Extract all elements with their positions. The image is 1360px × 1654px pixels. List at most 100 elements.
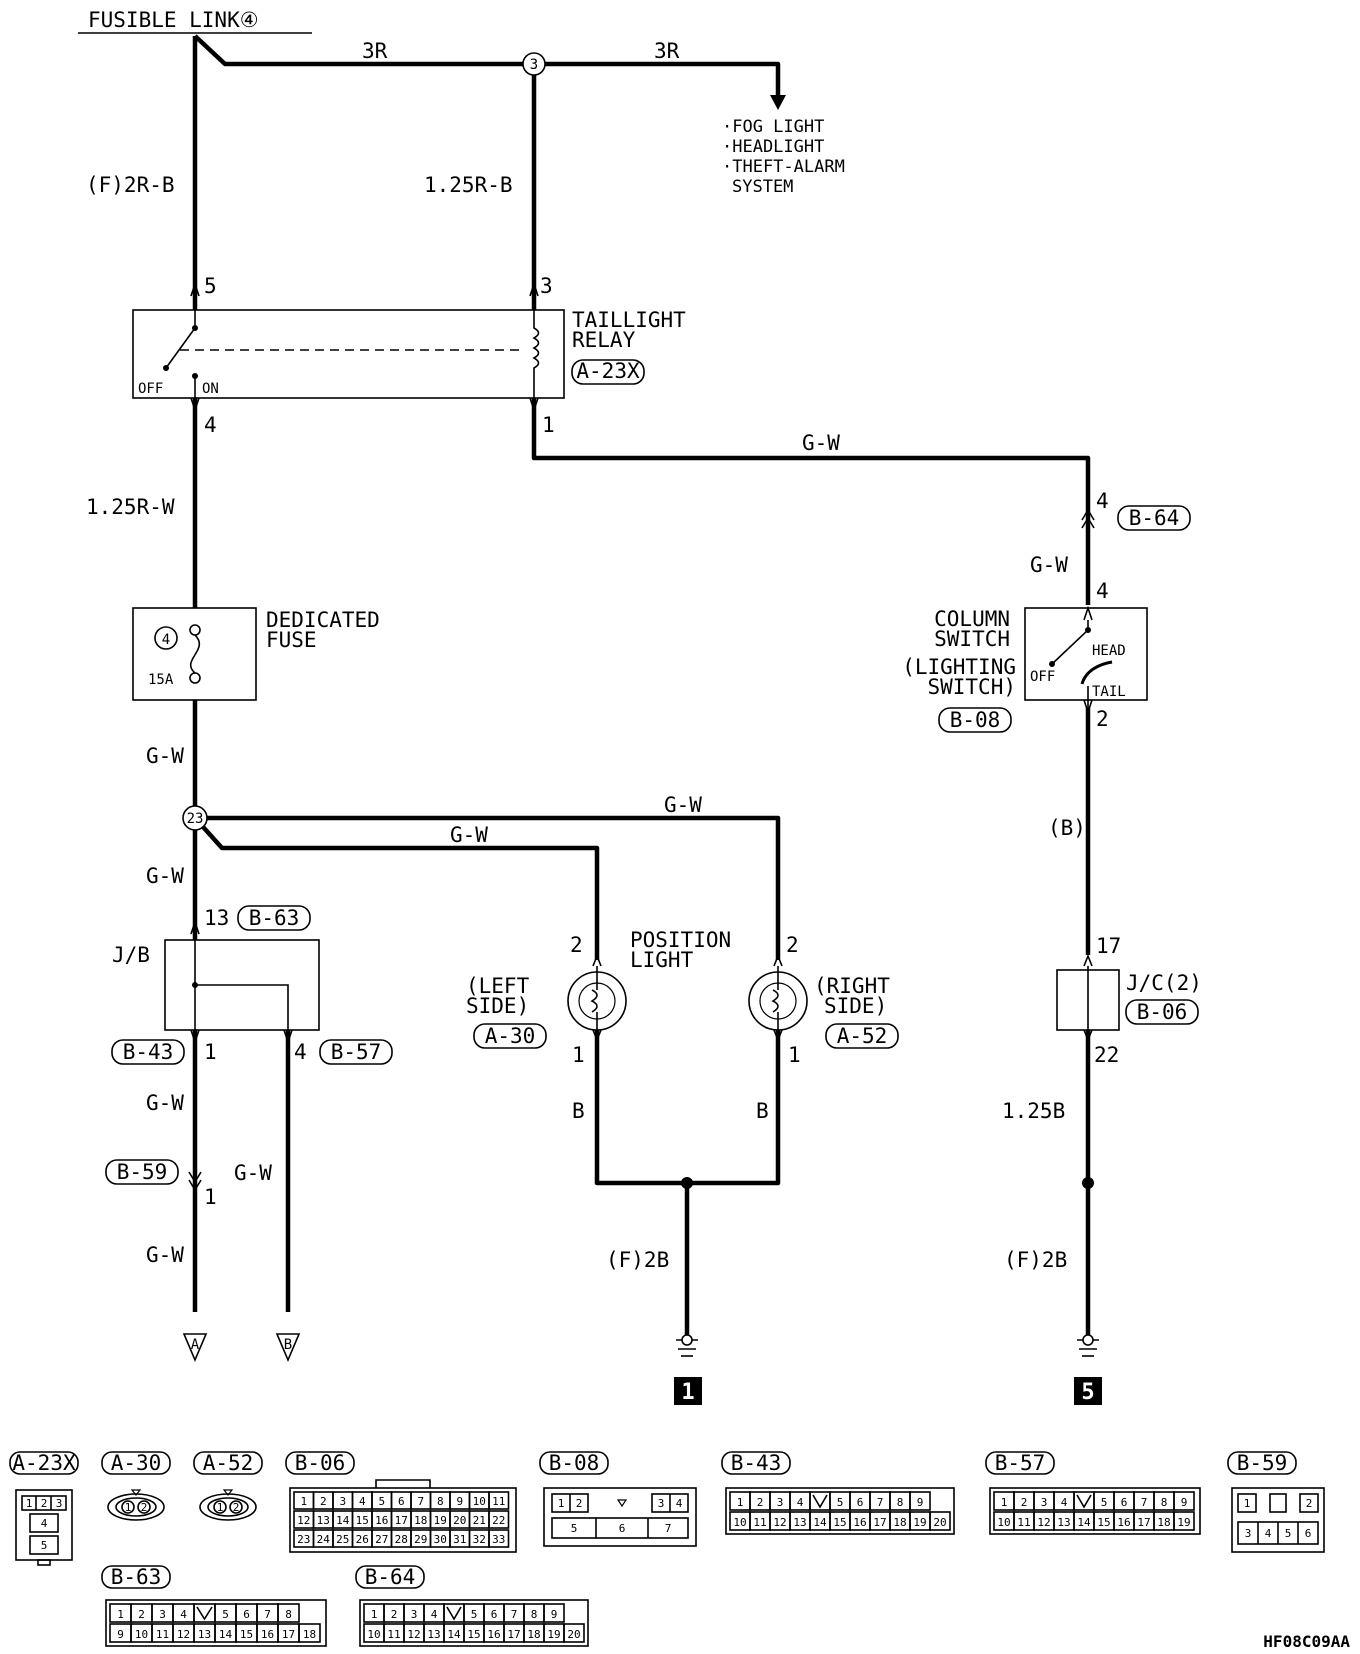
svg-text:3: 3 bbox=[56, 1497, 63, 1510]
connector-pin-number: 8 bbox=[1161, 1496, 1168, 1509]
connector-pin-number: 6 bbox=[857, 1496, 864, 1509]
connector-pin-number: 21 bbox=[473, 1514, 486, 1527]
svg-text:1: 1 bbox=[26, 1497, 33, 1510]
connector-pin-number: 26 bbox=[356, 1533, 369, 1546]
connector-pin-number: 27 bbox=[375, 1533, 388, 1546]
relay-off-label: OFF bbox=[138, 381, 163, 397]
pin-number: 4 bbox=[1096, 489, 1109, 513]
svg-text:2: 2 bbox=[233, 1501, 240, 1514]
jb-name: J/B bbox=[112, 943, 150, 967]
connector-pin-number: 18 bbox=[893, 1516, 906, 1529]
connector-pin-cell bbox=[298, 1623, 321, 1643]
svg-text:2: 2 bbox=[141, 1501, 148, 1514]
off-page-a: A bbox=[191, 1337, 200, 1353]
connector-pin-number: 8 bbox=[437, 1495, 444, 1508]
svg-text:2: 2 bbox=[576, 1497, 583, 1510]
ground-icon bbox=[681, 1334, 693, 1346]
connector-pin-number: 6 bbox=[398, 1495, 405, 1508]
right-side-label: (RIGHT bbox=[814, 974, 890, 998]
connector-pin-number: 4 bbox=[1061, 1496, 1068, 1509]
wire-label: G-W bbox=[1030, 553, 1068, 577]
connector-pin-number: 3 bbox=[411, 1608, 418, 1621]
svg-text:2: 2 bbox=[41, 1497, 48, 1510]
left-side-label: (LEFT bbox=[466, 974, 530, 998]
svg-text:5: 5 bbox=[571, 1522, 578, 1535]
connector-pin-cell bbox=[543, 1603, 565, 1623]
switch-head-label: HEAD bbox=[1092, 643, 1126, 659]
connector-pin-number: 12 bbox=[297, 1514, 310, 1527]
connector-pin-number: 32 bbox=[473, 1533, 486, 1546]
connector-key-mark bbox=[196, 1606, 213, 1621]
fuse-number: 4 bbox=[162, 632, 170, 648]
pin-number: 17 bbox=[1096, 934, 1121, 958]
connector-pin-number: 23 bbox=[297, 1533, 310, 1546]
wire-label: (F)2B bbox=[1004, 1248, 1067, 1272]
jc-name: J/C(2) bbox=[1126, 971, 1202, 995]
connector-key-mark bbox=[1076, 1494, 1092, 1509]
diagram-code: HF08C09AA bbox=[1263, 1632, 1350, 1651]
wire-label: 3R bbox=[654, 39, 680, 63]
wire-label: G-W bbox=[146, 1091, 184, 1115]
joint-connector: 17 J/C(2) B-06 22 bbox=[1056, 934, 1202, 1067]
column-switch: OFF HEAD TAIL COLUMN SWITCH (LIGHTING SW… bbox=[902, 605, 1148, 733]
pin-number: 1 bbox=[572, 1043, 585, 1067]
connector-pin-number: 3 bbox=[159, 1608, 166, 1621]
right-side-label: SIDE) bbox=[824, 994, 887, 1018]
connector-pin-number: 17 bbox=[395, 1514, 408, 1527]
pin-number: 4 bbox=[1096, 579, 1109, 603]
connector-pin-number: 6 bbox=[491, 1608, 498, 1621]
connector-pin-number: 9 bbox=[117, 1628, 124, 1641]
left-side-label: SIDE) bbox=[466, 994, 529, 1018]
connector-pin-number: 3 bbox=[1041, 1496, 1048, 1509]
connector-id: A-52 bbox=[203, 1451, 254, 1475]
connector-face-views: A-23X 1 2 3 4 5 A-30 1 2 bbox=[9, 1451, 1325, 1647]
connector-pin-number: 15 bbox=[1097, 1516, 1110, 1529]
connector-pin-number: 7 bbox=[417, 1495, 424, 1508]
connector-a52: A-52 1 2 bbox=[193, 1451, 263, 1521]
connector-id: B-08 bbox=[549, 1451, 600, 1475]
connector-pin-number: 33 bbox=[492, 1533, 505, 1546]
pin-number: 4 bbox=[204, 413, 217, 437]
connector-pin-number: 2 bbox=[320, 1495, 327, 1508]
splice-dot-ground-1 bbox=[681, 1177, 693, 1189]
wire-label: G-W bbox=[234, 1161, 272, 1185]
wire-label: 1.25B bbox=[1002, 1099, 1065, 1123]
connector-pin-number: 3 bbox=[339, 1495, 346, 1508]
connector-pin-cell bbox=[488, 1510, 510, 1529]
connector-pin-number: 11 bbox=[156, 1628, 169, 1641]
b64-connector-id: B-64 bbox=[1129, 506, 1180, 530]
svg-text:5: 5 bbox=[41, 1539, 48, 1552]
connector-pin-number: 17 bbox=[873, 1516, 886, 1529]
svg-text:1: 1 bbox=[125, 1501, 132, 1514]
connector-pin-number: 19 bbox=[434, 1514, 447, 1527]
wire-label: G-W bbox=[146, 864, 184, 888]
connector-pin-number: 7 bbox=[1141, 1496, 1148, 1509]
branch-targets: ·FOG LIGHT ·HEADLIGHT ·THEFT-ALARM SYSTE… bbox=[722, 117, 845, 197]
connector-id: B-06 bbox=[295, 1451, 346, 1475]
connector-pin-number: 4 bbox=[359, 1495, 366, 1508]
connector-pin-number: 10 bbox=[135, 1628, 148, 1641]
switch-tail-label: TAIL bbox=[1092, 684, 1126, 700]
connector-pin-number: 17 bbox=[1137, 1516, 1150, 1529]
svg-text:1: 1 bbox=[1244, 1497, 1251, 1510]
connector-pin-number: 10 bbox=[997, 1516, 1010, 1529]
fuse-rating: 15A bbox=[148, 672, 174, 688]
relay-name: RELAY bbox=[572, 328, 636, 352]
splice-points: 3 23 bbox=[182, 52, 1094, 1189]
connector-pin-number: 7 bbox=[877, 1496, 884, 1509]
junction-3-icon bbox=[522, 52, 546, 76]
junction-3-label: 3 bbox=[530, 57, 538, 73]
connector-pin-number: 1 bbox=[117, 1608, 124, 1621]
connector-pin-number: 9 bbox=[551, 1608, 558, 1621]
switch-connector-id: B-08 bbox=[950, 708, 1001, 732]
fuse-name: DEDICATED bbox=[266, 608, 380, 632]
junction-block: 13 B-63 J/B B-43 1 4 B-57 bbox=[111, 905, 393, 1065]
pin-number: 1 bbox=[204, 1040, 217, 1064]
branch-target: SYSTEM bbox=[732, 177, 793, 197]
connector-pin-number: 13 bbox=[793, 1516, 806, 1529]
connector-pin-number: 20 bbox=[567, 1628, 580, 1641]
ground-number: 5 bbox=[1081, 1380, 1094, 1405]
connector-pin-number: 17 bbox=[282, 1628, 295, 1641]
connector-pin-number: 12 bbox=[773, 1516, 786, 1529]
